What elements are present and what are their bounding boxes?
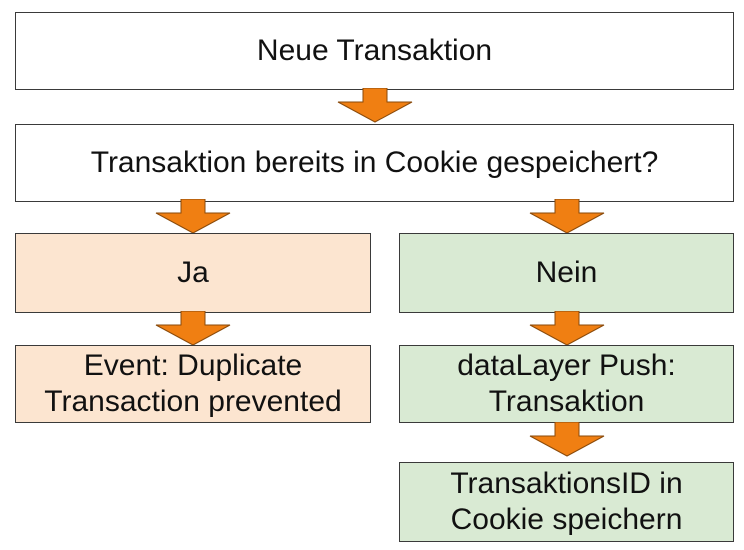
node-datalayer-push-line1: dataLayer Push: xyxy=(457,349,676,382)
node-datalayer-push: dataLayer Push: Transaktion xyxy=(399,345,734,423)
node-new-transaction: Neue Transaktion xyxy=(15,12,734,90)
node-yes-label: Ja xyxy=(177,256,209,289)
arrow-down-icon xyxy=(528,199,606,235)
node-duplicate-event-line1: Event: Duplicate xyxy=(83,349,303,382)
node-duplicate-event: Event: Duplicate Transaction prevented xyxy=(15,345,371,423)
arrow-down-icon xyxy=(528,311,606,347)
node-datalayer-push-line2: Transaktion xyxy=(488,385,645,418)
node-save-cookie-line2: Cookie speichern xyxy=(450,503,683,536)
node-save-cookie-line1: TransaktionsID in xyxy=(450,467,683,500)
node-no: Nein xyxy=(399,233,734,313)
node-question: Transaktion bereits in Cookie gespeicher… xyxy=(15,124,734,202)
arrow-down-icon xyxy=(154,311,232,347)
node-question-label: Transaktion bereits in Cookie gespeicher… xyxy=(90,146,659,179)
node-save-cookie: TransaktionsID in Cookie speichern xyxy=(399,462,734,542)
arrow-down-icon xyxy=(154,199,232,235)
arrow-down-icon xyxy=(336,88,414,124)
node-no-label: Nein xyxy=(535,256,598,289)
node-yes: Ja xyxy=(15,233,371,313)
node-duplicate-event-line2: Transaction prevented xyxy=(44,385,342,418)
node-new-transaction-label: Neue Transaktion xyxy=(256,34,493,67)
arrow-down-icon xyxy=(528,422,606,458)
